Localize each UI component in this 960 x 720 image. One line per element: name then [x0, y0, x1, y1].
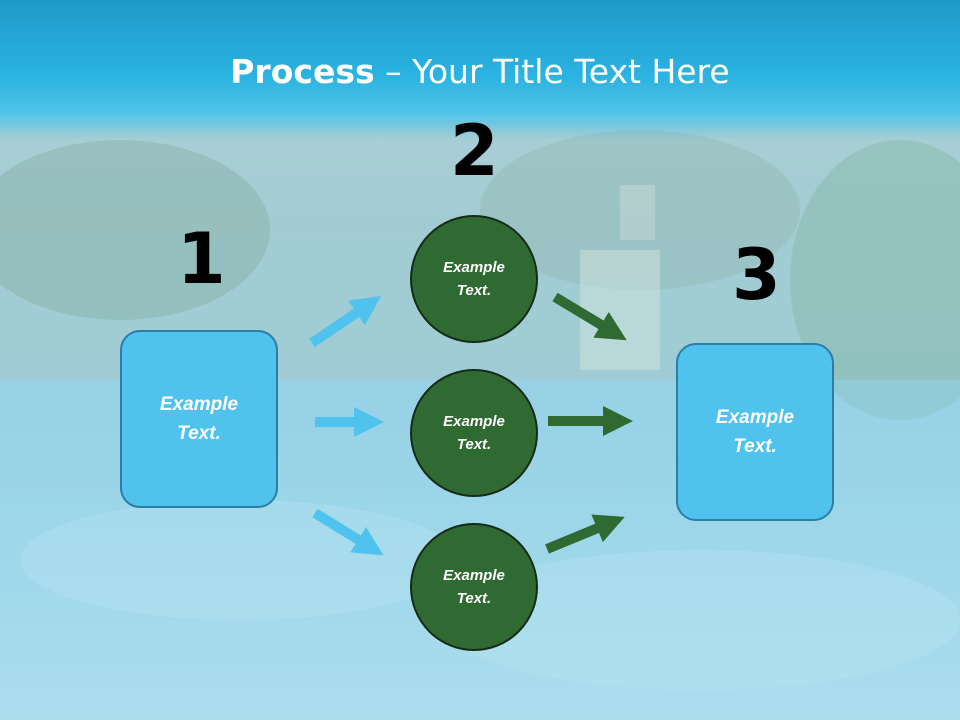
- step-3-text: Example Text.: [715, 407, 795, 457]
- arrow-blue-up: [309, 296, 382, 348]
- title-bar: [0, 0, 960, 140]
- circle-middle-text: Example Text.: [443, 413, 505, 453]
- title-rest: – Your Title Text Here: [374, 52, 730, 91]
- step-number-3: 3: [732, 234, 781, 316]
- step-number-2: 2: [450, 110, 499, 192]
- arrow-green-up: [545, 514, 625, 554]
- process-circle-middle: Example Text.: [410, 369, 538, 497]
- process-circle-bottom: Example Text.: [410, 523, 538, 651]
- slide-title: Process – Your Title Text Here: [0, 52, 960, 91]
- arrow-green-down: [552, 292, 627, 341]
- step-3-box: Example Text.: [676, 343, 834, 521]
- step-1-text: Example Text.: [159, 394, 239, 444]
- step-number-1: 1: [177, 218, 226, 300]
- arrow-blue-down: [312, 508, 384, 556]
- title-bold: Process: [230, 52, 375, 91]
- circle-top-text: Example Text.: [443, 259, 505, 299]
- process-circle-top: Example Text.: [410, 215, 538, 343]
- circle-bottom-text: Example Text.: [443, 567, 505, 607]
- step-1-box: Example Text.: [120, 330, 278, 508]
